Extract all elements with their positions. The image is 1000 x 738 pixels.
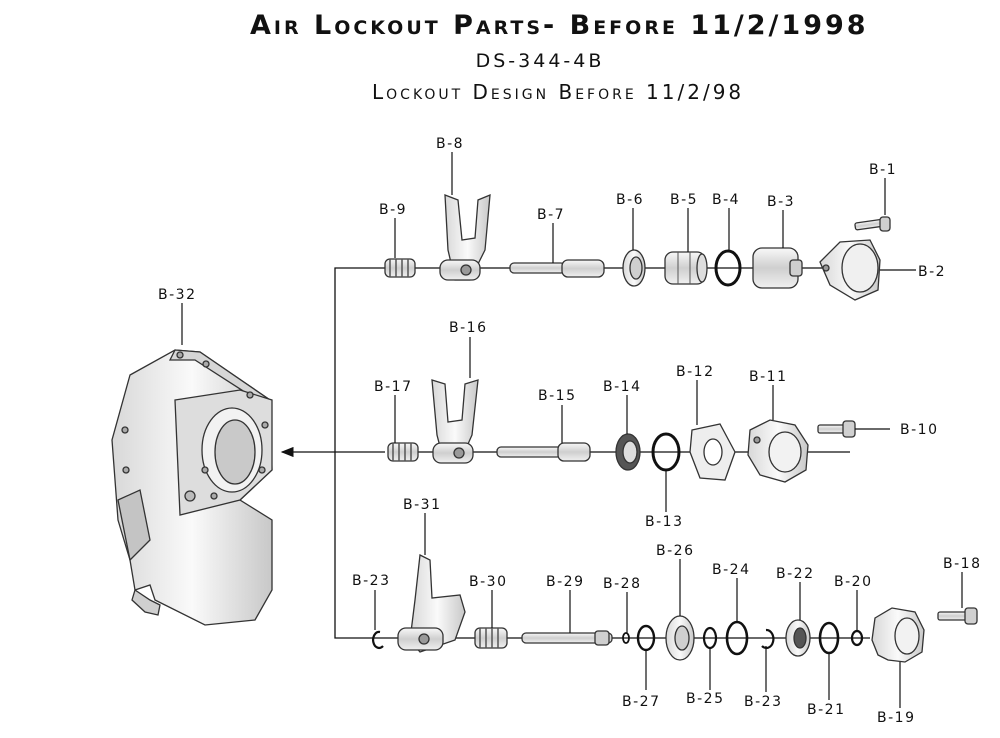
label-b13: B-13 (645, 514, 683, 530)
label-b30: B-30 (469, 574, 507, 590)
gasket-b12 (689, 423, 736, 481)
ring-b28 (622, 632, 630, 644)
spring-b17 (387, 442, 419, 462)
label-b10: B-10 (900, 422, 938, 438)
spring-b9 (384, 258, 416, 278)
bolt-b10 (817, 420, 856, 438)
label-b32: B-32 (158, 287, 196, 303)
label-b21: B-21 (807, 702, 845, 718)
label-b26: B-26 (656, 543, 694, 559)
label-b6: B-6 (616, 192, 644, 208)
label-b2: B-2 (918, 264, 946, 280)
piston-b26 (665, 615, 695, 661)
cylinder-b3 (752, 247, 803, 289)
label-b4: B-4 (712, 192, 740, 208)
snap-ring-b23-right (761, 628, 775, 650)
housing-b32 (111, 349, 273, 626)
label-b22: B-22 (776, 566, 814, 582)
shift-fork-b31 (397, 554, 466, 653)
o-ring-b4 (714, 249, 742, 287)
label-b12: B-12 (676, 364, 714, 380)
diagram-subtitle: DS-344-4B (475, 50, 605, 72)
part-labels: B-1 B-2 B-3 B-4 B-5 B-6 B-7 B-8 B-9 B-10… (158, 136, 981, 726)
label-b5: B-5 (670, 192, 698, 208)
cover-b19 (871, 607, 925, 663)
label-b16: B-16 (449, 320, 487, 336)
label-b14: B-14 (603, 379, 641, 395)
label-b1: B-1 (869, 162, 897, 178)
piston-b5 (664, 251, 708, 285)
shift-fork-b8 (439, 193, 491, 281)
label-b25: B-25 (686, 691, 724, 707)
label-b9: B-9 (379, 202, 407, 218)
rod-b15 (496, 442, 591, 462)
diagram-caption: Lockout Design Before 11/2/98 (372, 80, 745, 104)
label-b23-right: B-23 (744, 694, 782, 710)
label-b31: B-31 (403, 497, 441, 513)
cover-b11 (747, 419, 809, 483)
label-b8: B-8 (436, 136, 464, 152)
label-b28: B-28 (603, 576, 641, 592)
label-b11: B-11 (749, 369, 787, 385)
diagram-title: Air Lockout Parts- Before 11/2/1998 (250, 10, 869, 41)
label-b27: B-27 (622, 694, 660, 710)
bolt-b1 (854, 216, 891, 232)
bearing-b14 (615, 433, 641, 471)
seal-b6 (622, 249, 646, 287)
label-b17: B-17 (374, 379, 412, 395)
rod-b29 (521, 630, 613, 646)
spring-b30 (474, 627, 508, 649)
label-b19: B-19 (877, 710, 915, 726)
label-b24: B-24 (712, 562, 750, 578)
label-b7: B-7 (537, 207, 565, 223)
shift-fork-b16 (431, 379, 479, 464)
label-b23-left: B-23 (352, 573, 390, 589)
label-b20: B-20 (834, 574, 872, 590)
label-b3: B-3 (767, 194, 795, 210)
label-b15: B-15 (538, 388, 576, 404)
piston-b22 (785, 619, 811, 657)
cover-b2 (819, 239, 881, 301)
label-b29: B-29 (546, 574, 584, 590)
leader-lines (181, 152, 963, 708)
bolt-b18 (937, 607, 978, 625)
snap-ring-b23-left (372, 630, 384, 649)
rod-b7 (509, 259, 605, 278)
label-b18: B-18 (943, 556, 981, 572)
